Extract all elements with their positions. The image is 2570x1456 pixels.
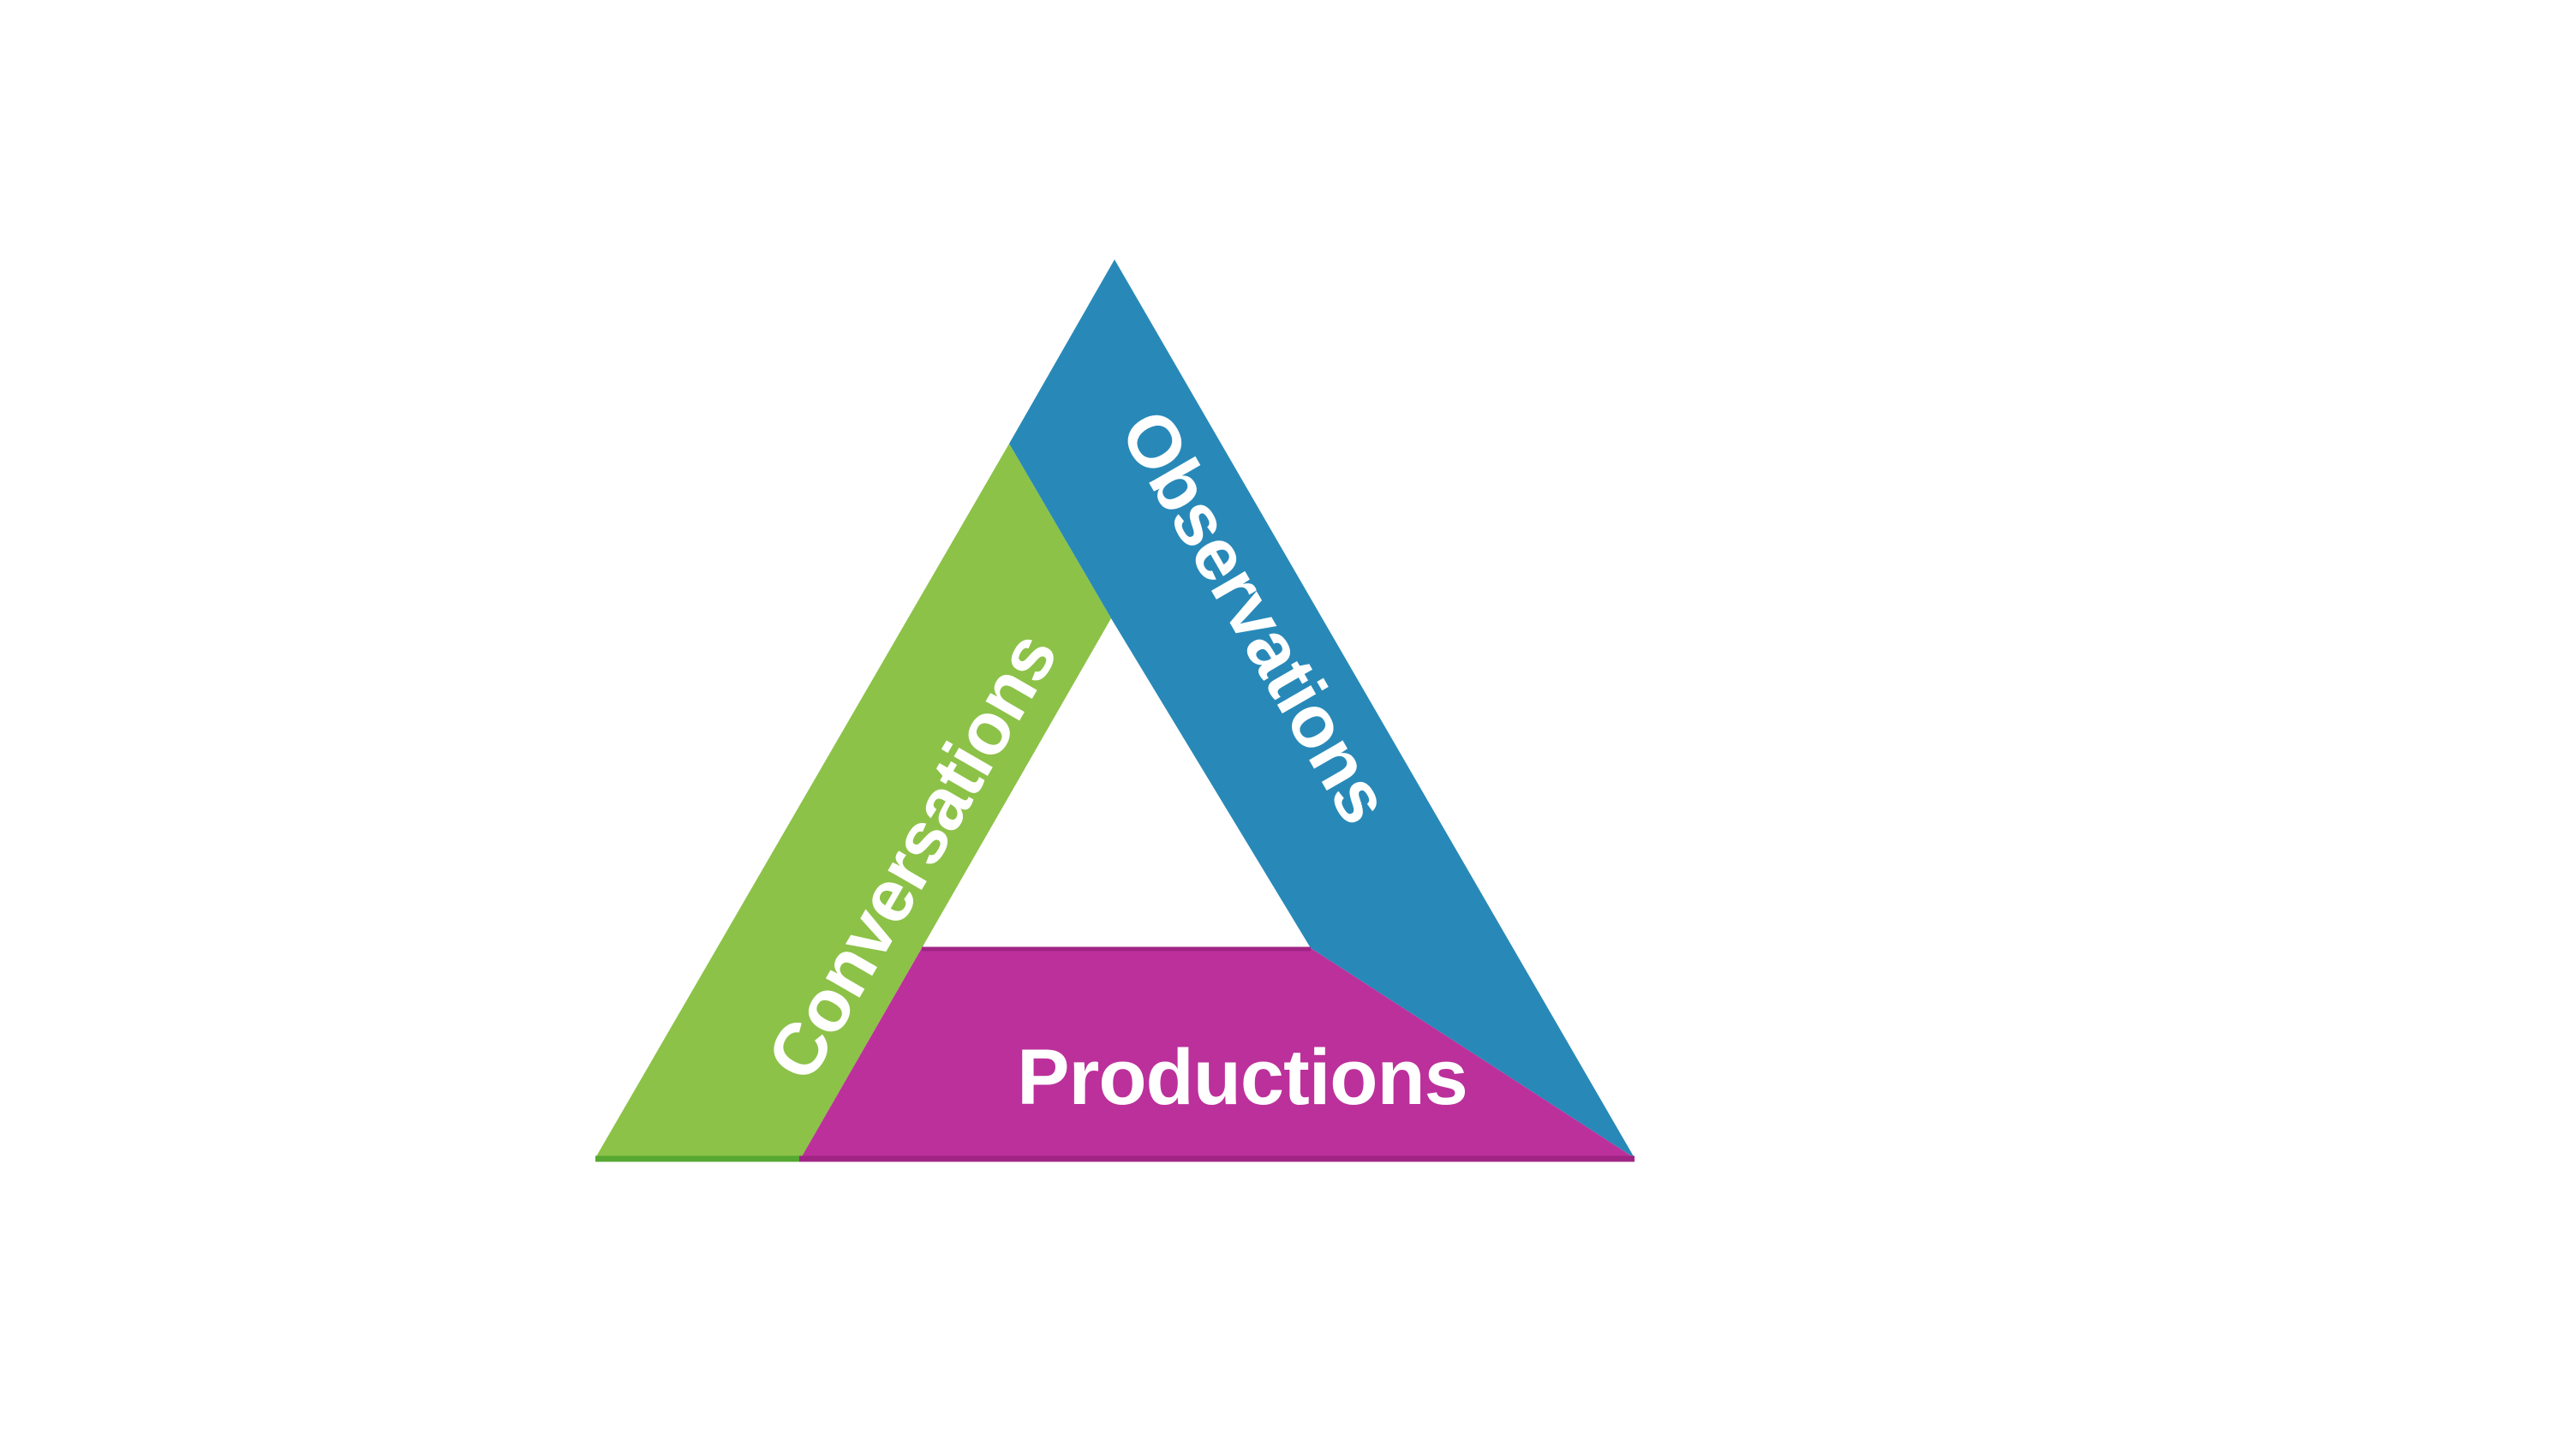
conversations-band[interactable] (595, 444, 1111, 1158)
productions-label: Productions (1017, 1034, 1467, 1121)
observations-band[interactable] (1009, 260, 1635, 1158)
productions-band[interactable] (801, 948, 1635, 1158)
